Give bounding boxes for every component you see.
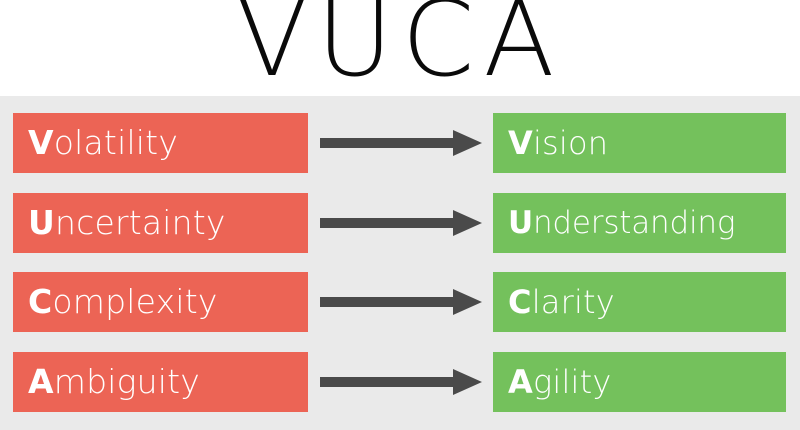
solution-chip-clarity: Clarity <box>493 272 786 332</box>
problem-initial: C <box>28 282 53 321</box>
problem-chip-complexity: Complexity <box>13 272 308 332</box>
diagram-row: Ambiguity Agility <box>0 352 800 412</box>
solution-rest: nderstanding <box>532 205 736 241</box>
page-title: VUCA <box>236 0 564 100</box>
problem-chip-ambiguity: Ambiguity <box>13 352 308 412</box>
solution-chip-vision: Vision <box>493 113 786 173</box>
arrow-right-icon <box>320 130 482 156</box>
problem-initial: A <box>28 362 54 401</box>
solution-rest: larity <box>531 283 615 321</box>
diagram-row: Volatility Vision <box>0 113 800 173</box>
solution-label: Vision <box>493 125 608 161</box>
diagram-row: Complexity Clarity <box>0 272 800 332</box>
problem-label: Ambiguity <box>13 364 200 400</box>
problem-chip-volatility: Volatility <box>13 113 308 173</box>
arrow-right-icon <box>320 289 482 315</box>
solution-rest: gility <box>532 363 612 401</box>
solution-label: Understanding <box>493 205 735 241</box>
solution-chip-understanding: Understanding <box>493 193 786 253</box>
problem-rest: mbiguity <box>53 362 200 401</box>
problem-label: Volatility <box>13 125 178 161</box>
solution-rest: ision <box>532 124 609 162</box>
title-area: VUCA <box>0 0 800 96</box>
problem-initial: V <box>28 123 54 162</box>
solution-initial: V <box>508 124 533 162</box>
problem-initial: U <box>28 203 55 242</box>
solution-label: Agility <box>493 364 612 400</box>
problem-rest: ncertainty <box>55 203 226 242</box>
problem-label: Complexity <box>13 284 218 320</box>
solution-initial: U <box>508 205 533 241</box>
diagram-panel: Volatility Vision Uncertainty Un <box>0 96 800 430</box>
diagram-row: Uncertainty Understanding <box>0 193 800 253</box>
problem-label: Uncertainty <box>13 205 226 241</box>
arrow-right-icon <box>320 210 482 236</box>
solution-label: Clarity <box>493 284 615 320</box>
solution-initial: C <box>508 283 532 321</box>
problem-rest: olatility <box>53 123 179 162</box>
solution-chip-agility: Agility <box>493 352 786 412</box>
solution-initial: A <box>508 363 533 401</box>
problem-rest: omplexity <box>52 282 218 321</box>
arrow-right-icon <box>320 369 482 395</box>
problem-chip-uncertainty: Uncertainty <box>13 193 308 253</box>
